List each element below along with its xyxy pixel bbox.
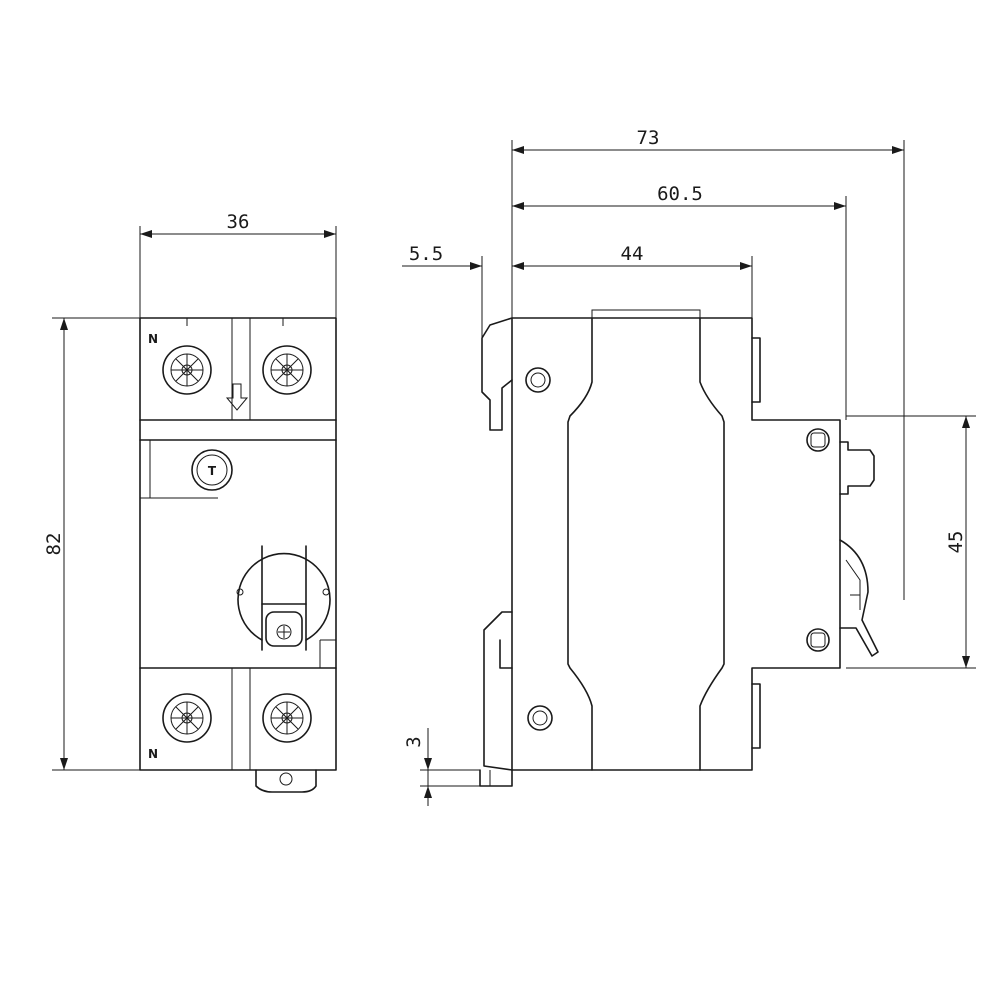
terminal-screw (262, 345, 312, 395)
terminal-mark-bottom: N (148, 747, 158, 761)
rivet (527, 705, 553, 731)
side-view: 73 60.5 44 5.5 45 (402, 127, 976, 806)
clip-dimension-label: 3 (403, 736, 425, 747)
body-depth-label: 44 (621, 243, 644, 265)
depth-to-front-label: 60.5 (657, 183, 703, 205)
rivet (806, 428, 830, 452)
test-button: T (191, 449, 233, 491)
front-height-label: 45 (945, 531, 967, 554)
clip-dimension: 3 (403, 728, 480, 806)
rivet (806, 628, 830, 652)
overall-depth-label: 73 (637, 127, 660, 149)
height-dimension: 82 (43, 317, 140, 771)
front-view: T N N 36 82 (43, 211, 337, 793)
din-clip (255, 769, 317, 793)
front-height-dimension: 45 (846, 415, 976, 669)
depth-to-front-dimension: 60.5 (512, 183, 847, 420)
down-arrow-icon (225, 383, 249, 411)
terminal-screw (162, 693, 212, 743)
terminal-screw (162, 345, 212, 395)
test-button-mark: T (208, 464, 217, 478)
body-depth-dimension: 44 (512, 243, 753, 318)
side-toggle-lever (839, 539, 879, 657)
front-body-outline (139, 317, 337, 771)
rail-side-profile (481, 317, 513, 771)
terminal-screw (262, 693, 312, 743)
terminal-mark-top: N (148, 332, 158, 346)
side-body-outline (511, 317, 841, 771)
toggle-lever (236, 545, 331, 651)
side-center-plate (567, 317, 593, 771)
overall-depth-dimension: 73 (511, 127, 905, 600)
side-test-button (839, 441, 875, 495)
rail-offset-label: 5.5 (409, 243, 443, 265)
rivet (525, 367, 551, 393)
rail-offset-dimension: 5.5 (402, 243, 483, 338)
height-dimension-label: 82 (43, 533, 65, 556)
width-dimension-label: 36 (227, 211, 250, 233)
width-dimension: 36 (139, 211, 337, 318)
